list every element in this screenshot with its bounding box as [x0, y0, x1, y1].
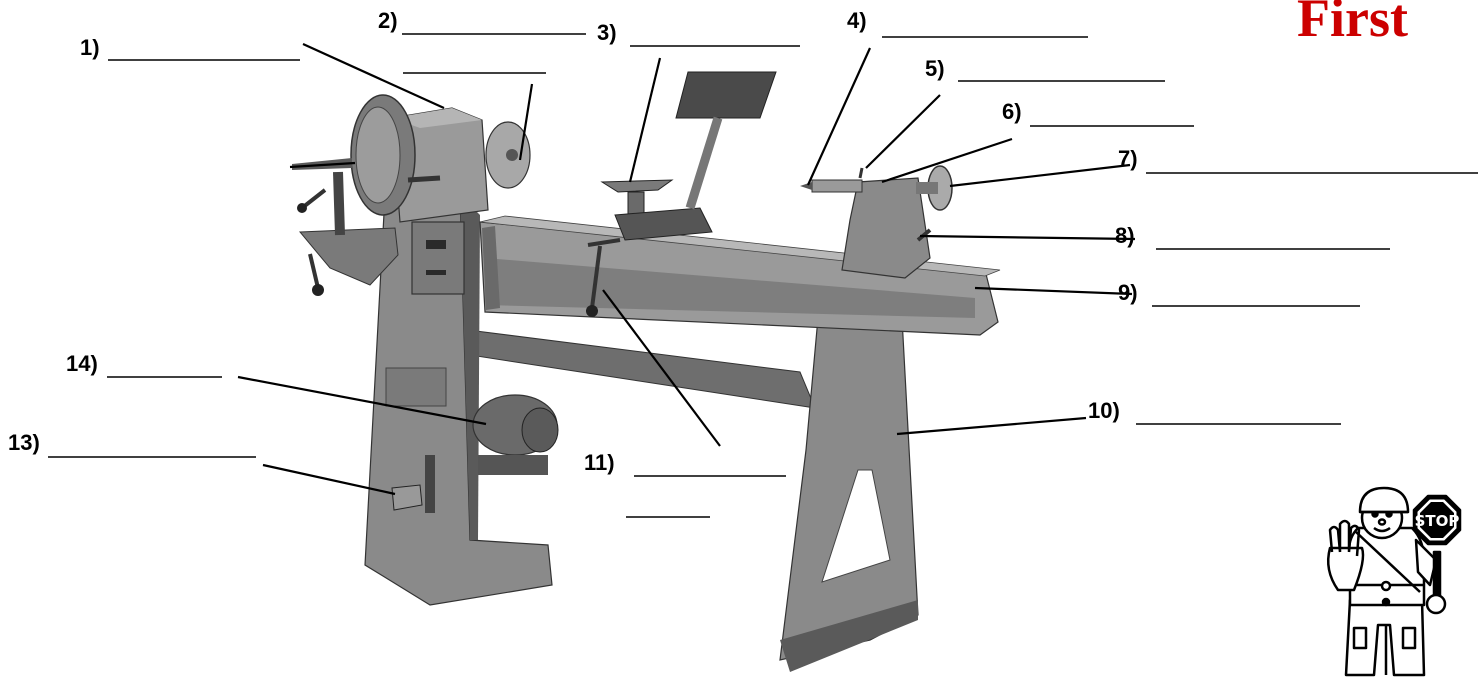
number-labels: 1) 2) 3) 4) 5) 6) 7) 8) 9) 10) 11) 13) 1… [8, 8, 1138, 475]
lathe-bed-end-plate [482, 226, 500, 310]
lathe-outboard-knob-1 [297, 203, 307, 213]
leader-line-4 [806, 47, 872, 186]
lathe-tool-rest-knob [586, 305, 598, 317]
lathe-foot-pedal [391, 484, 423, 511]
lathe-illustration [292, 71, 1001, 672]
leader-line-1c [289, 161, 356, 169]
leader-line-10 [896, 416, 1087, 436]
leader-line-14 [237, 375, 487, 426]
lathe-motor-mount [478, 455, 548, 475]
leader-line-1b [518, 83, 534, 161]
label-number-9: 9) [1118, 280, 1138, 305]
leader-lines [237, 42, 1136, 496]
lathe-tool-rest-top [600, 179, 674, 193]
label-number-2: 2) [378, 8, 398, 33]
guard-nose [1377, 518, 1387, 526]
lathe-outboard-rest-base [298, 227, 399, 286]
lathe-tailstock-center [800, 182, 812, 190]
leader-line-6 [881, 137, 1013, 184]
lathe-outboard-faceplate-face [355, 106, 401, 204]
stop-sign-text: STOP [1415, 512, 1460, 530]
lathe-speed-lever [407, 175, 441, 183]
guard-sign-hand [1425, 593, 1447, 615]
lathe-tool-rest-base [614, 207, 713, 241]
lathe-shield [675, 71, 777, 119]
guard-fingers [1328, 519, 1361, 557]
label-number-8: 8) [1115, 223, 1135, 248]
leader-line-13 [262, 463, 396, 496]
lathe-outboard-knob-2 [312, 284, 324, 296]
lathe-pedestal-shadow [460, 195, 480, 540]
lathe-bed-front [485, 258, 975, 318]
label-number-6: 6) [1002, 99, 1022, 124]
guard-sign-arm [1414, 538, 1438, 587]
guard-pocket-right [1401, 626, 1417, 650]
leader-line-3 [628, 57, 662, 183]
guard-pocket-left [1352, 626, 1368, 650]
lathe-leg-cutout [821, 469, 891, 583]
label-number-14: 14) [66, 351, 98, 376]
leader-line-8 [919, 234, 1136, 241]
label-number-11: 11) [584, 450, 615, 475]
lathe-leg-foot [780, 600, 918, 672]
label-number-1: 1) [80, 35, 100, 60]
lathe-switch-slot [426, 270, 446, 275]
guard-cap [1358, 486, 1410, 514]
lathe-headstock-top [392, 108, 482, 128]
guard-legs [1344, 598, 1426, 677]
lathe-tool-rest-handle [590, 245, 602, 309]
lathe-tool-rest-lock [587, 238, 621, 247]
label-number-5: 5) [925, 56, 945, 81]
lathe-tailstock-screw [916, 182, 938, 194]
guard-smile [1373, 526, 1391, 533]
guard-button-1 [1380, 580, 1392, 592]
label-number-13: 13) [8, 430, 40, 455]
lathe-switch-button [426, 240, 446, 249]
lathe-outboard-handle-2 [308, 253, 320, 289]
lathe-motor-end [521, 407, 559, 453]
lathe-switch-box [411, 221, 465, 295]
lathe-outboard-rest-post [333, 171, 345, 236]
leader-line-1 [302, 42, 445, 110]
lathe-name-plate [385, 367, 447, 407]
lathe-spindle-nose [506, 149, 518, 161]
guard-raised-hand [1327, 546, 1365, 592]
leader-line-5 [865, 94, 941, 169]
crossing-guard-stop-icon [1327, 486, 1462, 677]
guard-sash [1355, 531, 1421, 593]
label-number-4: 4) [847, 8, 867, 33]
guard-button-2 [1381, 597, 1391, 607]
answer-lines [48, 33, 1478, 518]
leader-line-9 [974, 286, 1133, 296]
lathe-pedal-slot [425, 455, 435, 513]
leader-line-7 [949, 163, 1131, 188]
lathe-quill-lock [858, 167, 864, 179]
stop-sign-face [1420, 502, 1454, 538]
lathe-tailstock-quill [811, 179, 863, 193]
page-title: First [1297, 0, 1408, 48]
lathe-shield-arm [685, 116, 723, 210]
leader-line-11 [602, 289, 721, 447]
lathe-tailstock [841, 177, 931, 279]
label-number-10: 10) [1088, 398, 1120, 423]
label-number-3: 3) [597, 20, 617, 45]
label-number-7: 7) [1118, 146, 1138, 171]
